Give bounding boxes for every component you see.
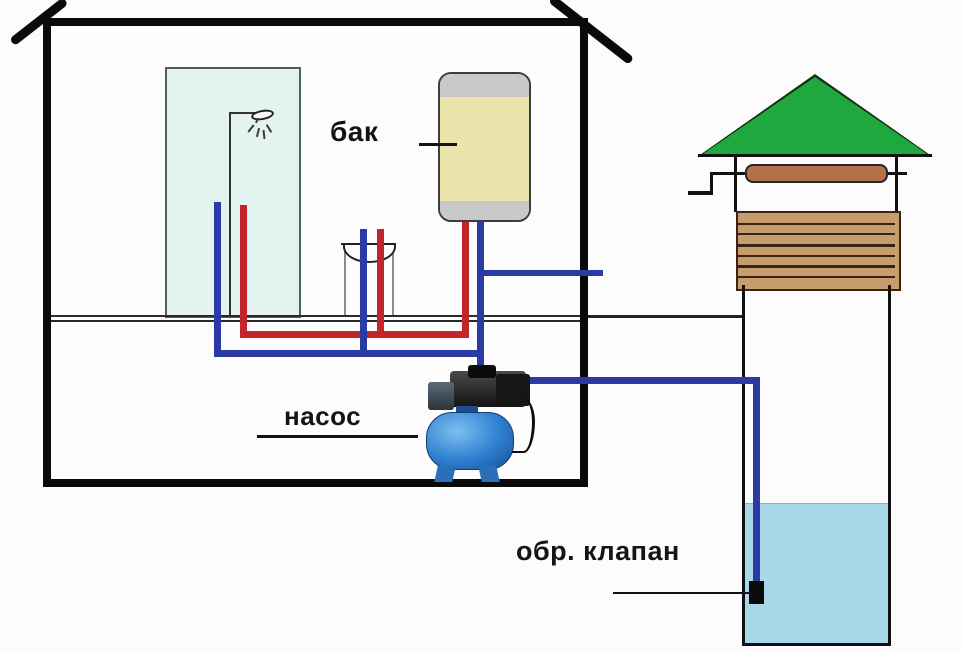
hot-pipe-shower-vertical [240, 205, 247, 338]
hot-pipe-manifold [240, 331, 469, 338]
shower-arm [229, 112, 269, 114]
pump-pointer-line [257, 435, 418, 438]
ring-joint-line [738, 255, 895, 257]
well-water [745, 503, 888, 644]
pump-inlet-fitting [468, 365, 496, 378]
well-shaft-bottom [742, 643, 891, 646]
check-valve-pointer-line [613, 592, 751, 594]
well-suction-pipe-vertical [753, 377, 760, 583]
shower-cabin [165, 67, 301, 318]
well-shaft-wall-right [888, 285, 891, 645]
well-post-left [734, 156, 737, 212]
storage-tank [438, 72, 531, 222]
ring-joint-line [738, 276, 895, 278]
shower-riser-pipe [229, 112, 231, 315]
pump-head [428, 382, 454, 410]
hot-pipe-basin-vertical [377, 229, 384, 338]
pump-leg-right [478, 466, 500, 482]
well-post-right [895, 156, 898, 212]
tank-bottom-cap [440, 201, 529, 220]
windlass-axle-left [710, 172, 746, 175]
well-timber-rings [736, 211, 901, 291]
hot-pipe-tank-vertical [462, 214, 469, 338]
pump-leg-left [434, 466, 456, 482]
ring-joint-line [738, 223, 895, 225]
tank-top-cap [440, 74, 529, 97]
crank-handle [688, 191, 713, 195]
washbasin-pedestal-left [344, 248, 346, 315]
cold-pipe-tank-vertical [477, 214, 484, 375]
check-valve [749, 581, 764, 604]
pump-cable [512, 395, 535, 453]
pump-label: насос [284, 401, 362, 431]
floor-line-upper [51, 315, 580, 317]
washbasin-rim [341, 243, 396, 245]
windlass-axle-right [886, 172, 907, 175]
tank-pointer-line [419, 143, 457, 146]
floor-line-lower [51, 320, 580, 322]
crank-arm [710, 172, 713, 194]
well-shaft-wall-left [742, 285, 745, 645]
pump-tank-connector [456, 406, 478, 414]
cold-pipe-outlet-branch [479, 270, 603, 276]
ground-level-line [588, 315, 745, 318]
tank-label: бак [330, 116, 379, 147]
well-roof [700, 77, 930, 156]
cold-pipe-shower-vertical [214, 202, 221, 357]
cold-pipe-basin-vertical [360, 229, 367, 357]
ring-joint-line [738, 233, 895, 235]
pump-station [424, 363, 538, 484]
ring-joint-line [738, 265, 895, 268]
tank-body [440, 97, 529, 201]
well-windlass-drum [745, 164, 888, 183]
ring-joint-line [738, 244, 895, 247]
pump-pressure-tank [426, 412, 514, 470]
well-roof-base-line [698, 154, 932, 157]
check-valve-label: обр. клапан [516, 536, 680, 566]
well-suction-pipe-horizontal [498, 377, 760, 384]
cold-pipe-manifold [214, 350, 484, 357]
washbasin-pedestal-right [392, 248, 394, 315]
